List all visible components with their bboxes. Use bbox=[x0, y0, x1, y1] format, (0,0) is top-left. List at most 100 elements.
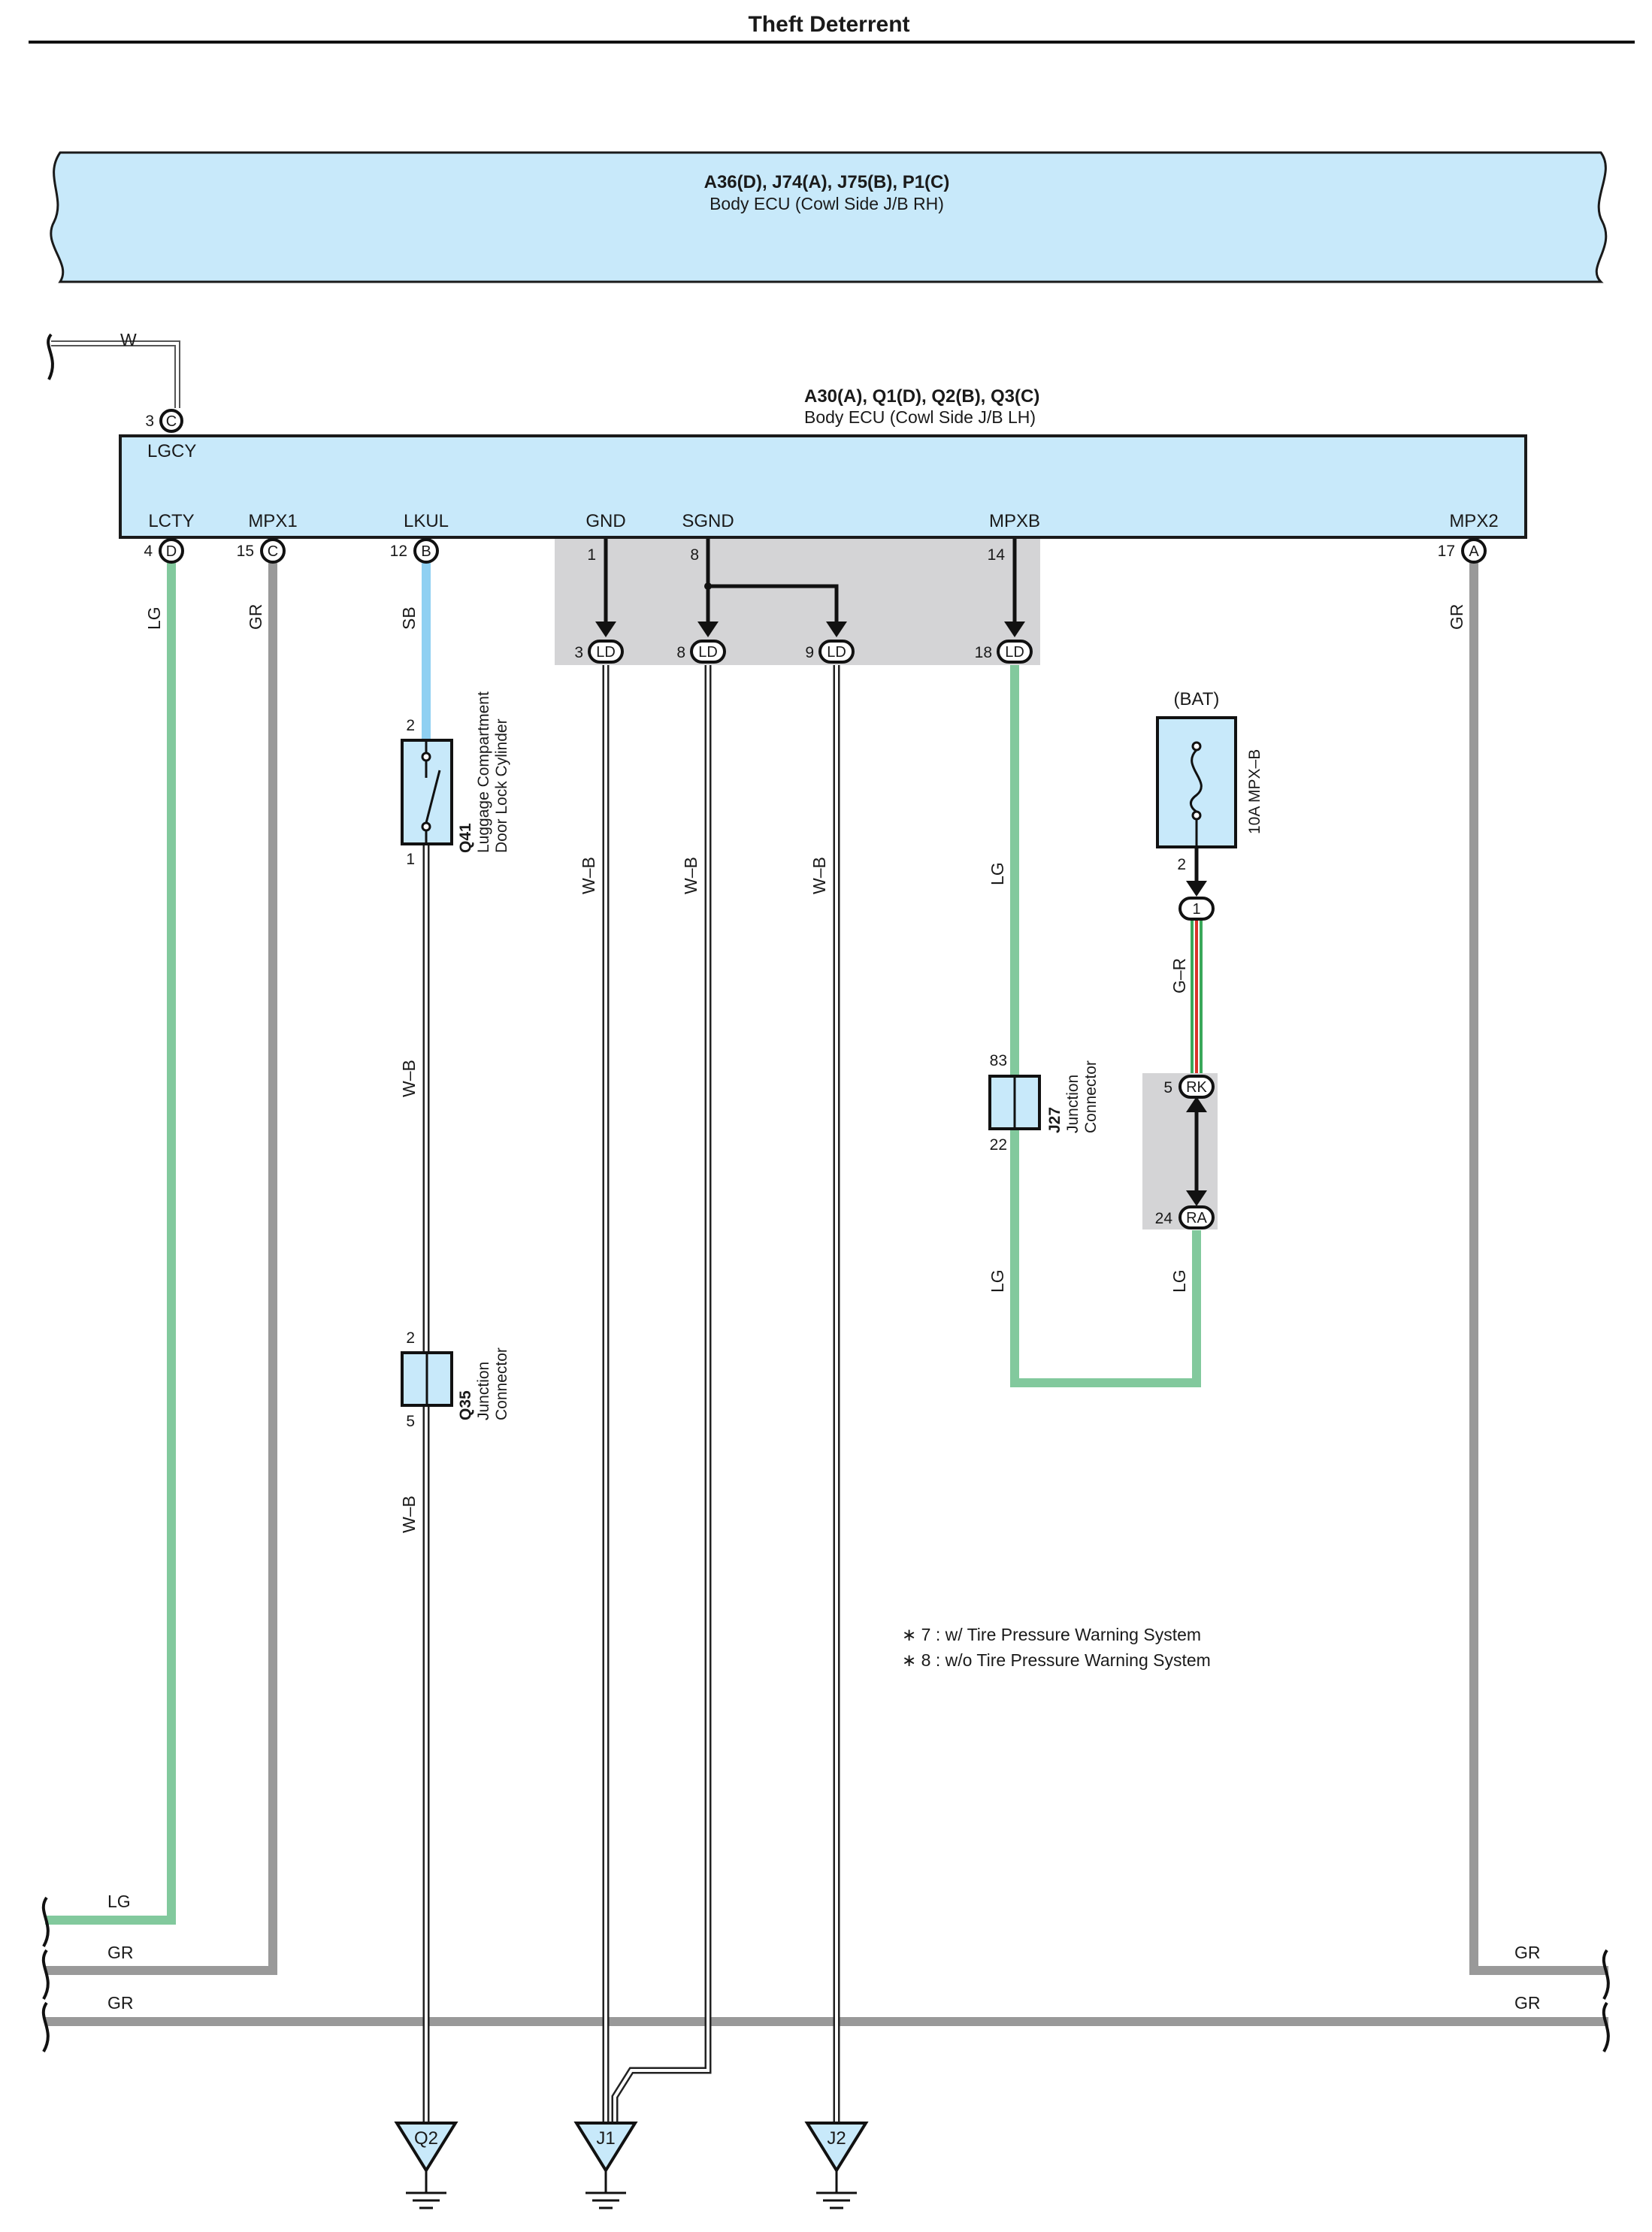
ecu-rh-code: A36(D), J74(A), J75(B), P1(C) bbox=[704, 172, 950, 192]
q41-switch-icon bbox=[401, 739, 453, 845]
splice-dot bbox=[704, 582, 712, 590]
conn-letter-lcty: D bbox=[166, 543, 177, 560]
ground-j1-label: J1 bbox=[596, 2128, 615, 2149]
conn-lcty bbox=[159, 538, 184, 564]
pin-num-lkul: 12 bbox=[390, 543, 407, 560]
conn-letter-mpx2: A bbox=[1469, 543, 1479, 560]
wire-label-lg-ra: LG bbox=[1169, 1269, 1189, 1293]
j27-pin-top: 83 bbox=[990, 1052, 1007, 1069]
ground-j1-icon bbox=[573, 2122, 638, 2209]
wire-label-lg-j27: LG bbox=[988, 1269, 1007, 1293]
wire-label-lg-lcty: LG bbox=[144, 606, 164, 630]
wire-label-sb: SB bbox=[399, 606, 419, 630]
ra-conn bbox=[1178, 1205, 1215, 1229]
pin-num-lgcy: 3 bbox=[145, 413, 154, 430]
pin-num-mpx2: 17 bbox=[1438, 543, 1455, 560]
q41-label: Q41 Luggage Compartment Door Lock Cylind… bbox=[457, 691, 510, 853]
ld-connectors bbox=[588, 640, 1033, 664]
pin-name-mpx1: MPX1 bbox=[248, 511, 297, 531]
conn-mpx1 bbox=[260, 538, 286, 564]
fuse-arrow-head bbox=[1186, 881, 1207, 897]
wire-label-wb3: W–B bbox=[579, 857, 598, 894]
pin-num-mpx1: 15 bbox=[237, 543, 254, 560]
pin-name-lgcy: LGCY bbox=[147, 441, 196, 461]
wb-wires bbox=[422, 665, 840, 2123]
fuse-icon bbox=[1156, 716, 1237, 848]
wl-wb4-wrap: W–B bbox=[681, 857, 700, 894]
fuse-conn-num: 1 bbox=[1192, 901, 1200, 918]
q35-code: Q35 bbox=[457, 1390, 474, 1420]
rk-letter: RK bbox=[1186, 1079, 1207, 1096]
ecu-lh-code: A30(A), Q1(D), Q2(B), Q3(C) bbox=[804, 386, 1039, 407]
pin-num-sgnd: 8 bbox=[690, 546, 699, 564]
fuse-source: (BAT) bbox=[1174, 689, 1220, 709]
wire-label-lg-mpxb: LG bbox=[988, 862, 1007, 885]
ground-q2-icon bbox=[394, 2122, 458, 2209]
wire-label-gr-mpx1: GR bbox=[246, 604, 265, 631]
conn-letter-mpx1: C bbox=[268, 543, 278, 560]
pin-name-lkul: LKUL bbox=[404, 511, 449, 531]
wire-label-gr-left1: GR bbox=[107, 1943, 134, 1962]
j27-line1: Junction bbox=[1064, 1075, 1082, 1133]
rk-conn bbox=[1178, 1075, 1215, 1099]
wire-gr-fuse bbox=[1191, 920, 1203, 1076]
pin-name-sgnd: SGND bbox=[682, 511, 734, 531]
conn-circle-lgcy bbox=[159, 409, 183, 433]
ecu-rh-box bbox=[50, 151, 1608, 283]
wl-gr-mpx1-wrap: GR bbox=[246, 604, 265, 631]
q41-code: Q41 bbox=[457, 823, 474, 853]
wl-wb3-wrap: W–B bbox=[579, 857, 598, 894]
conn-letter-lkul: B bbox=[421, 543, 431, 560]
note-2: ∗ 8 : w/o Tire Pressure Warning System bbox=[902, 1650, 1211, 1670]
ra-letter: RA bbox=[1186, 1210, 1207, 1226]
ld-arrow-heads bbox=[595, 622, 1025, 637]
q35-line1: Junction bbox=[475, 1362, 492, 1420]
wire-label-wb2: W–B bbox=[399, 1496, 419, 1533]
ground-j2-icon bbox=[804, 2122, 869, 2209]
conn-lkul bbox=[413, 538, 439, 564]
j27-code: J27 bbox=[1046, 1107, 1064, 1133]
fuse-label-wrap: 10A MPX–B bbox=[1246, 749, 1263, 834]
rk-ra-link bbox=[1186, 1096, 1207, 1206]
wl-lg-mpxb-wrap: LG bbox=[988, 862, 1007, 885]
ld-conn-0: LD bbox=[596, 644, 616, 661]
pin-num-gnd: 1 bbox=[587, 546, 596, 564]
pin-num-lcty: 4 bbox=[144, 543, 153, 560]
q41-line1: Luggage Compartment bbox=[475, 691, 492, 853]
ra-num: 24 bbox=[1155, 1210, 1173, 1227]
wire-label-gr-fuse: G–R bbox=[1169, 958, 1189, 994]
ground-q2-label: Q2 bbox=[414, 2128, 438, 2149]
q35-label: Q35 Junction Connector bbox=[457, 1347, 510, 1420]
ecu-lh-name: Body ECU (Cowl Side J/B LH) bbox=[804, 407, 1036, 427]
wl-lg-lcty-wrap: LG bbox=[144, 606, 164, 630]
break-marks bbox=[41, 1896, 1610, 2052]
wire-gr-mpx2 bbox=[1469, 562, 1608, 1975]
wire-lg-lcty bbox=[45, 562, 176, 1925]
wl-gr-fuse-wrap: G–R bbox=[1169, 958, 1189, 994]
ld-num-3: 18 bbox=[975, 644, 992, 661]
ld-conn-1: LD bbox=[698, 644, 718, 661]
ground-j2-label: J2 bbox=[827, 2128, 846, 2149]
q41-line2: Door Lock Cylinder bbox=[493, 718, 510, 853]
wire-label-gr-right1: GR bbox=[1514, 1943, 1541, 1962]
ld-conn-3: LD bbox=[1005, 644, 1024, 661]
wire-label-wb1: W–B bbox=[399, 1060, 419, 1097]
q35-pin-bottom: 5 bbox=[406, 1413, 415, 1430]
fuse-label: 10A MPX–B bbox=[1246, 749, 1263, 834]
wl-gr-mpx2-wrap: GR bbox=[1447, 604, 1466, 631]
pin-name-mpxb: MPXB bbox=[989, 511, 1040, 531]
ecu-rh-name: Body ECU (Cowl Side J/B RH) bbox=[710, 194, 944, 213]
wire-label-lg-left: LG bbox=[107, 1892, 131, 1911]
wire-lg-mpxb bbox=[1010, 665, 1201, 1387]
w-wire bbox=[47, 333, 180, 408]
wire-label-wb5: W–B bbox=[809, 857, 829, 894]
wl-wb1-wrap: W–B bbox=[399, 1060, 419, 1097]
page-title: Theft Deterrent bbox=[748, 12, 909, 37]
pin-name-lcty: LCTY bbox=[148, 511, 194, 531]
fuse-pin: 2 bbox=[1177, 856, 1186, 873]
pin-num-mpxb: 14 bbox=[988, 546, 1006, 564]
q41-pin-bottom: 1 bbox=[406, 851, 415, 868]
wl-sb-wrap: SB bbox=[399, 606, 419, 630]
conn-letter-lgcy: C bbox=[166, 413, 177, 430]
